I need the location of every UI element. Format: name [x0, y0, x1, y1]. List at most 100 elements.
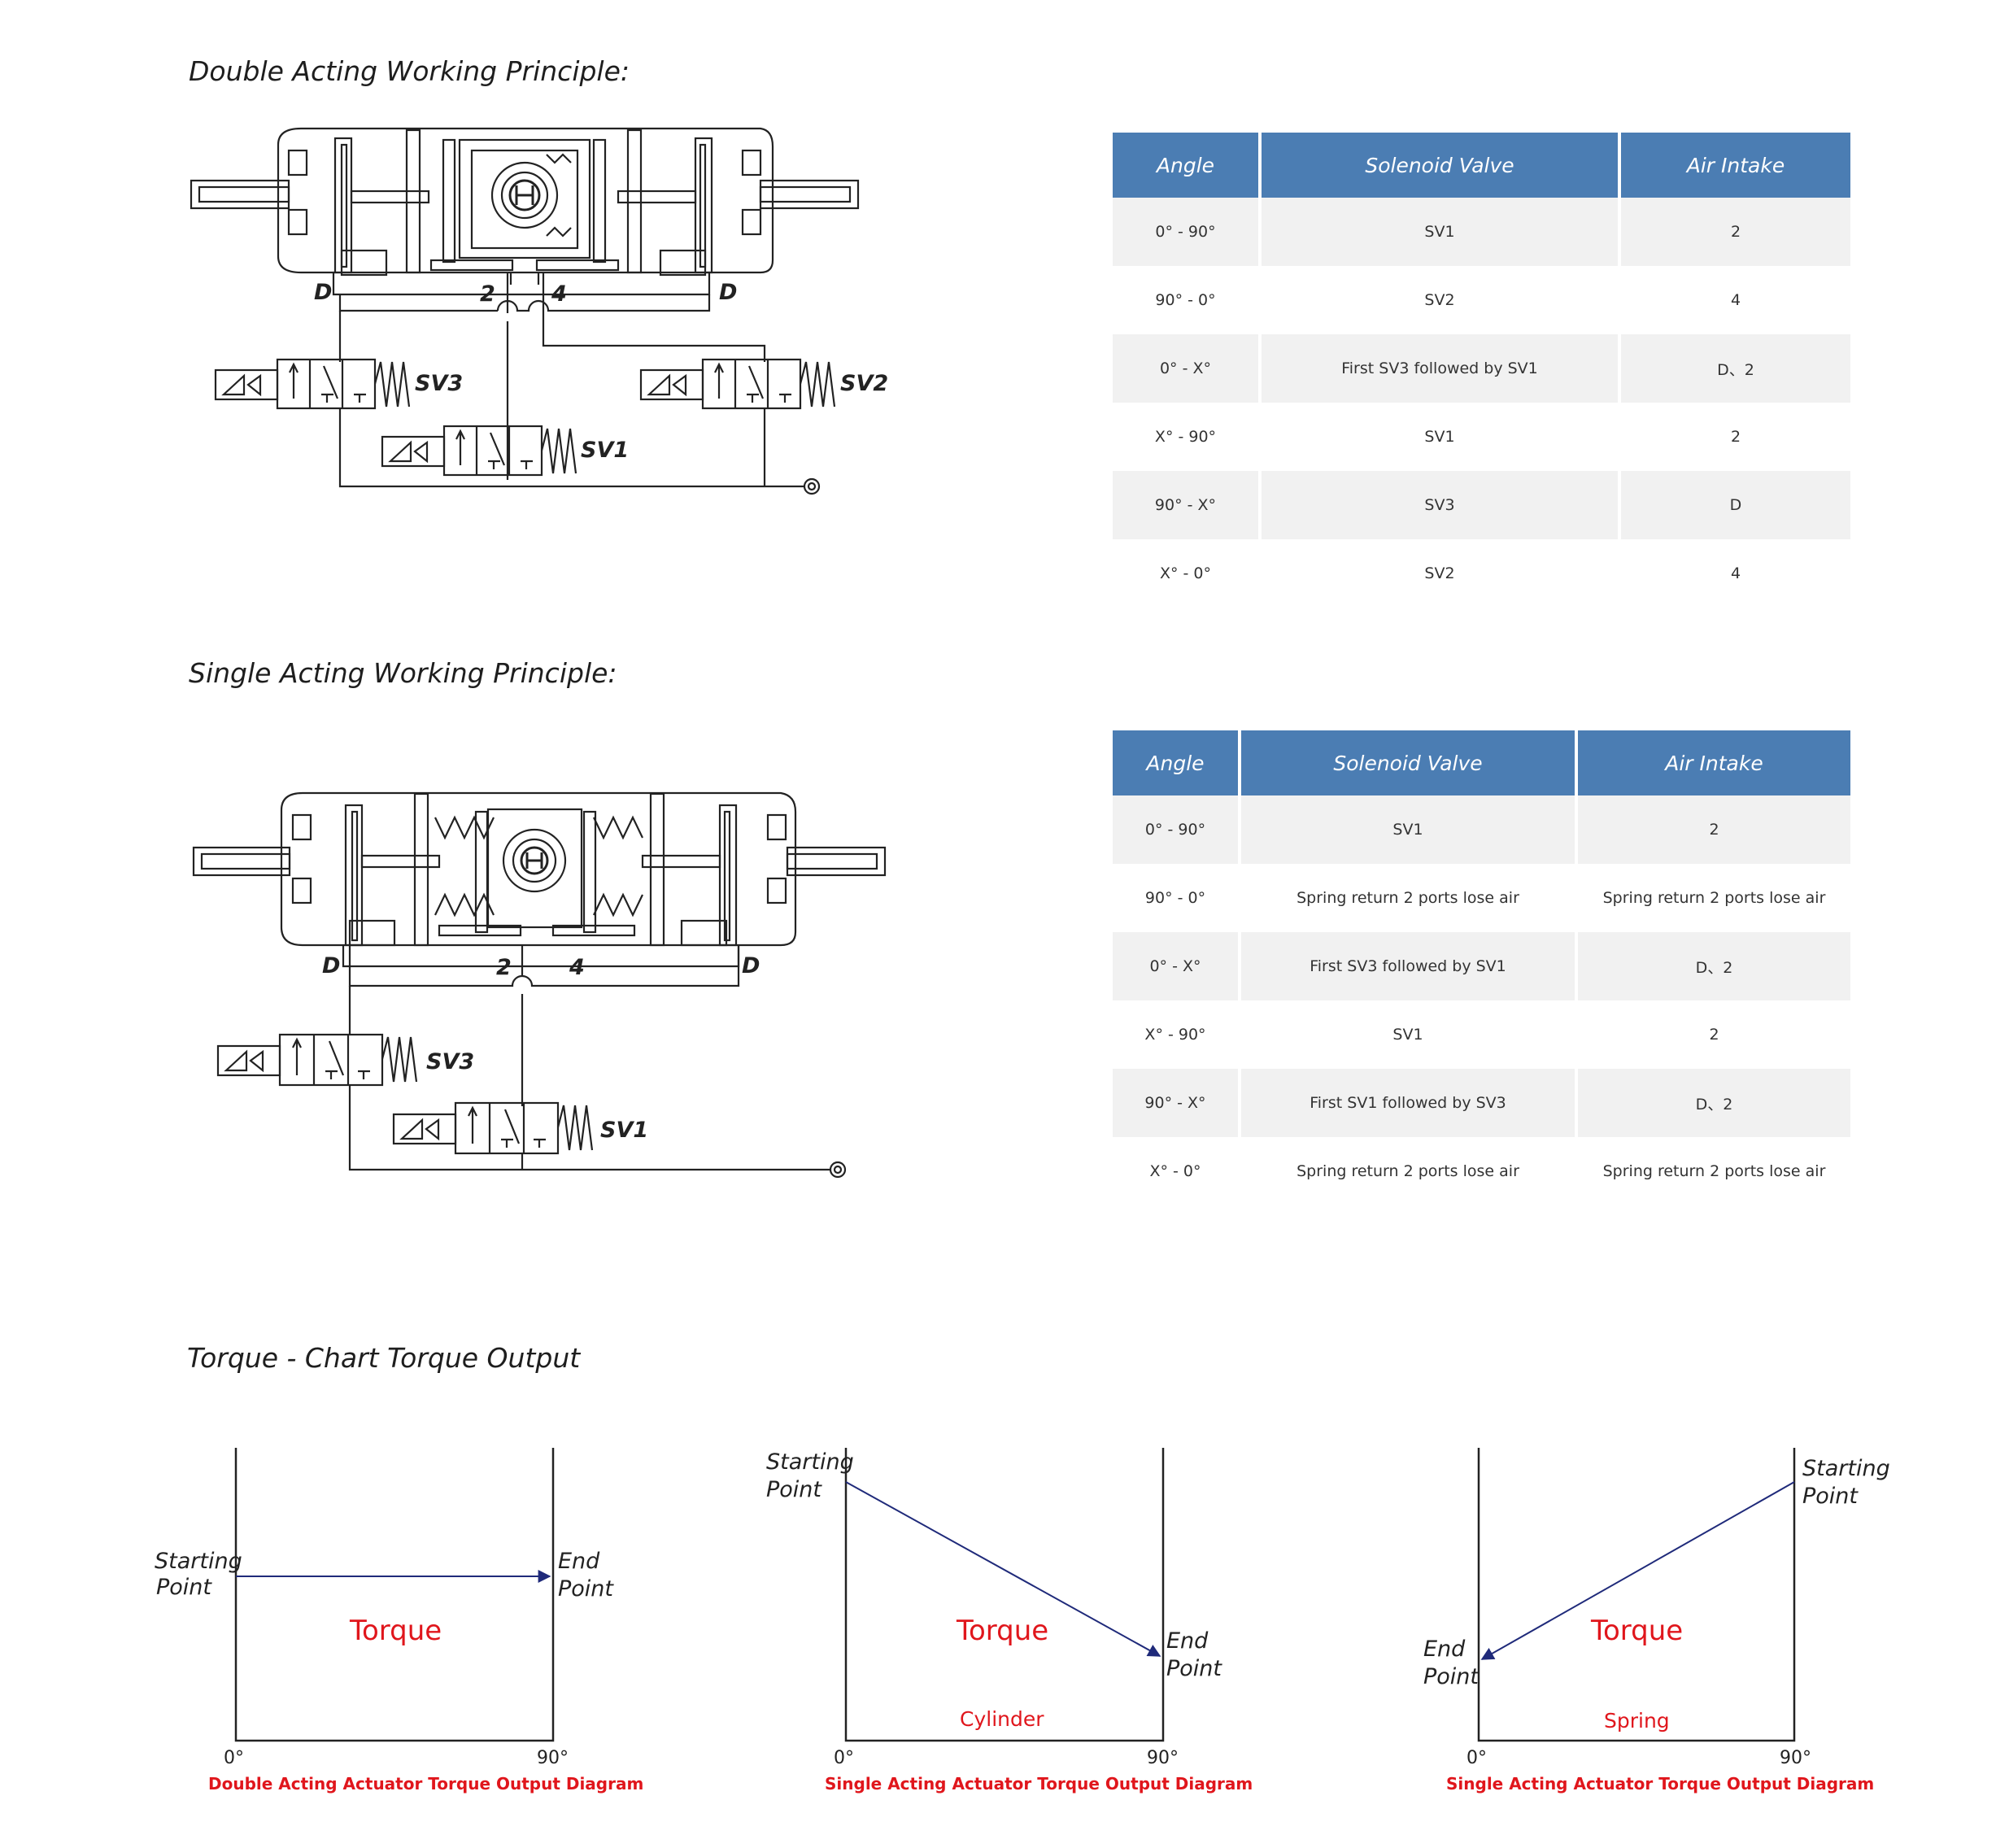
- end-label-line2: Point: [558, 1576, 614, 1602]
- table-row: 90° - X° SV3 D: [1113, 471, 1850, 539]
- torque-label: Torque: [349, 1615, 442, 1647]
- torque-label: Torque: [956, 1615, 1048, 1647]
- header-angle: Angle: [1113, 133, 1262, 198]
- cell-intake: D: [1621, 471, 1850, 539]
- valve-label-sv1: SV1: [581, 438, 629, 463]
- cell-valve: SV1: [1241, 1000, 1578, 1069]
- valve-label-sv3: SV3: [415, 371, 463, 396]
- header-air-intake: Air Intake: [1621, 133, 1850, 198]
- cell-valve: SV1: [1262, 198, 1621, 266]
- valve-label-sv2: SV2: [840, 371, 888, 396]
- header-solenoid-valve: Solenoid Valve: [1241, 730, 1578, 795]
- cell-valve: Spring return 2 ports lose air: [1241, 1137, 1578, 1205]
- cell-angle: 90° - 0°: [1113, 864, 1241, 932]
- x-tick-90: 90°: [537, 1748, 569, 1768]
- cell-intake: 2: [1621, 198, 1850, 266]
- start-label-line1: Starting: [766, 1449, 854, 1475]
- port-label-4: 4: [569, 955, 585, 980]
- table-row: 90° - 0° Spring return 2 ports lose air …: [1113, 864, 1850, 932]
- double-acting-table: Angle Solenoid Valve Air Intake 0° - 90°…: [1113, 133, 1850, 608]
- end-label-line2: Point: [1166, 1656, 1222, 1681]
- table-row: 90° - 0° SV2 4: [1113, 266, 1850, 334]
- diagram-caption: Single Acting Actuator Torque Output Dia…: [825, 1774, 1253, 1794]
- cell-angle: 90° - 0°: [1113, 266, 1262, 334]
- cell-valve: First SV3 followed by SV1: [1241, 932, 1578, 1000]
- cylinder-label: Cylinder: [960, 1707, 1044, 1731]
- table-row: 0° - X° First SV3 followed by SV1 D、2: [1113, 334, 1850, 403]
- cell-angle: X° - 0°: [1113, 1137, 1241, 1205]
- spring-label: Spring: [1604, 1709, 1670, 1732]
- double-acting-torque-diagram: Starting Point End Point Torque 0° 90° D…: [155, 1448, 643, 1794]
- start-label-line1: Starting: [155, 1549, 242, 1574]
- port-label-2: 2: [496, 955, 512, 980]
- port-label-2: 2: [480, 281, 495, 307]
- port-label-d-right: D: [719, 280, 737, 305]
- end-label-line2: Point: [1423, 1664, 1480, 1689]
- double-acting-title: Double Acting Working Principle:: [189, 55, 630, 87]
- start-label-line2: Point: [766, 1477, 822, 1502]
- cell-angle: X° - 90°: [1113, 1000, 1241, 1069]
- x-tick-0: 0°: [1466, 1748, 1487, 1768]
- start-label-line2: Point: [156, 1575, 212, 1600]
- start-label-line2: Point: [1802, 1484, 1859, 1509]
- start-label-line1: Starting: [1802, 1456, 1890, 1481]
- x-tick-90: 90°: [1780, 1748, 1811, 1768]
- table-row: 0° - 90° SV1 2: [1113, 198, 1850, 266]
- cell-valve: Spring return 2 ports lose air: [1241, 864, 1578, 932]
- port-label-d-left: D: [314, 280, 332, 305]
- cell-intake: D、2: [1578, 932, 1850, 1000]
- torque-label: Torque: [1590, 1615, 1683, 1647]
- cell-intake: D、2: [1578, 1069, 1850, 1137]
- cell-valve: SV1: [1241, 795, 1578, 864]
- single-acting-cylinder-torque-diagram: Starting Point End Point Torque Cylinder…: [766, 1448, 1253, 1794]
- end-label-line1: End: [558, 1549, 600, 1574]
- cell-intake: Spring return 2 ports lose air: [1578, 864, 1850, 932]
- table-row: 0° - 90° SV1 2: [1113, 795, 1850, 864]
- cell-intake: 2: [1578, 1000, 1850, 1069]
- header-angle: Angle: [1113, 730, 1241, 795]
- cell-valve: First SV1 followed by SV3: [1241, 1069, 1578, 1137]
- single-acting-title: Single Acting Working Principle:: [189, 657, 617, 689]
- cell-valve: First SV3 followed by SV1: [1262, 334, 1621, 403]
- header-air-intake: Air Intake: [1578, 730, 1850, 795]
- table-row: X° - 0° Spring return 2 ports lose air S…: [1113, 1137, 1850, 1205]
- cell-angle: X° - 90°: [1113, 403, 1262, 471]
- single-acting-spring-torque-diagram: Starting Point End Point Torque Spring 0…: [1423, 1448, 1890, 1794]
- table-row: 0° - X° First SV3 followed by SV1 D、2: [1113, 932, 1850, 1000]
- cell-angle: 0° - X°: [1113, 932, 1241, 1000]
- table-row: X° - 90° SV1 2: [1113, 1000, 1850, 1069]
- cell-intake: 2: [1621, 403, 1850, 471]
- cell-intake: 2: [1578, 795, 1850, 864]
- x-tick-0: 0°: [834, 1748, 854, 1768]
- cell-intake: Spring return 2 ports lose air: [1578, 1137, 1850, 1205]
- valve-label-sv1: SV1: [600, 1118, 648, 1143]
- cell-valve: SV2: [1262, 266, 1621, 334]
- diagram-caption: Single Acting Actuator Torque Output Dia…: [1446, 1774, 1874, 1794]
- x-tick-90: 90°: [1147, 1748, 1179, 1768]
- port-label-4: 4: [551, 281, 567, 307]
- cell-valve: SV1: [1262, 403, 1621, 471]
- torque-chart-title: Torque - Chart Torque Output: [187, 1342, 581, 1374]
- cell-intake: 4: [1621, 266, 1850, 334]
- cell-valve: SV3: [1262, 471, 1621, 539]
- port-label-d-right: D: [742, 953, 760, 978]
- diagram-caption: Double Acting Actuator Torque Output Dia…: [208, 1774, 643, 1794]
- cell-angle: 0° - 90°: [1113, 795, 1241, 864]
- end-label-line1: End: [1166, 1628, 1209, 1654]
- cell-angle: 0° - 90°: [1113, 198, 1262, 266]
- cell-angle: X° - 0°: [1113, 539, 1262, 608]
- table-row: 90° - X° First SV1 followed by SV3 D、2: [1113, 1069, 1850, 1137]
- cell-intake: D、2: [1621, 334, 1850, 403]
- port-label-d-left: D: [322, 953, 340, 978]
- single-acting-table: Angle Solenoid Valve Air Intake 0° - 90°…: [1113, 730, 1850, 1205]
- table-row: X° - 90° SV1 2: [1113, 403, 1850, 471]
- header-solenoid-valve: Solenoid Valve: [1262, 133, 1621, 198]
- table-row: X° - 0° SV2 4: [1113, 539, 1850, 608]
- cell-valve: SV2: [1262, 539, 1621, 608]
- cell-angle: 90° - X°: [1113, 1069, 1241, 1137]
- cell-angle: 0° - X°: [1113, 334, 1262, 403]
- x-tick-0: 0°: [224, 1748, 244, 1768]
